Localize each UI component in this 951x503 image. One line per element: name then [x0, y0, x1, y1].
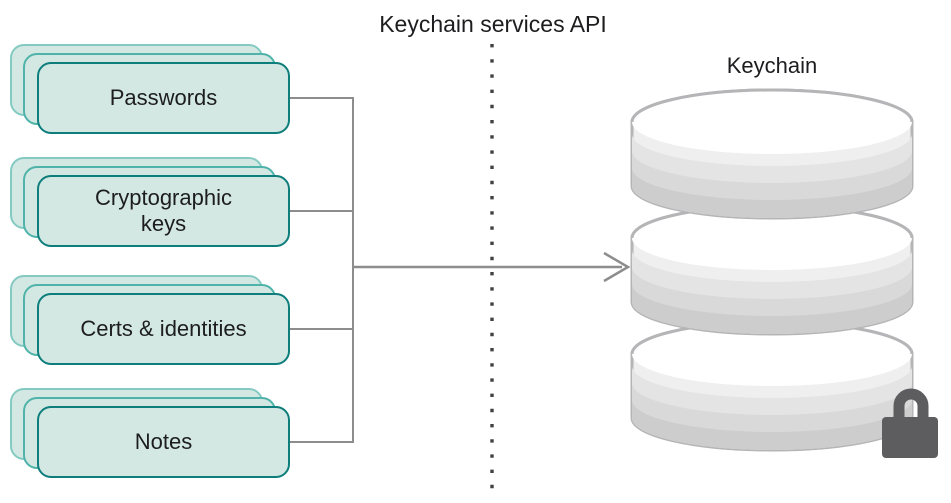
lock-icon [882, 388, 938, 458]
card-group-notes: Notes [10, 388, 290, 478]
card-label: Notes [134, 429, 193, 454]
card-notes: Notes [37, 406, 290, 478]
card-group-passwords: Passwords [10, 44, 290, 134]
card-label: Cryptographic keys [95, 185, 232, 236]
card-group-cryptographic-keys: Cryptographic keys [10, 157, 290, 247]
card-label: Certs & identities [80, 316, 247, 341]
card-passwords: Passwords [37, 62, 290, 134]
card-cryptographic-keys: Cryptographic keys [37, 175, 290, 247]
right-arrow-icon [603, 251, 631, 283]
card-label: Passwords [109, 85, 218, 110]
database-segment-top [630, 88, 914, 220]
card-group-certs-identities: Certs & identities [10, 275, 290, 365]
database-segment-middle [630, 204, 914, 336]
keychain-database-icon [630, 88, 938, 458]
connector-lines [288, 97, 354, 443]
database-segment-bottom [630, 320, 914, 452]
card-certs-identities: Certs & identities [37, 293, 290, 365]
keychain-label: Keychain [726, 53, 818, 78]
api-title: Keychain services API [379, 11, 607, 37]
api-arrow [353, 251, 631, 283]
